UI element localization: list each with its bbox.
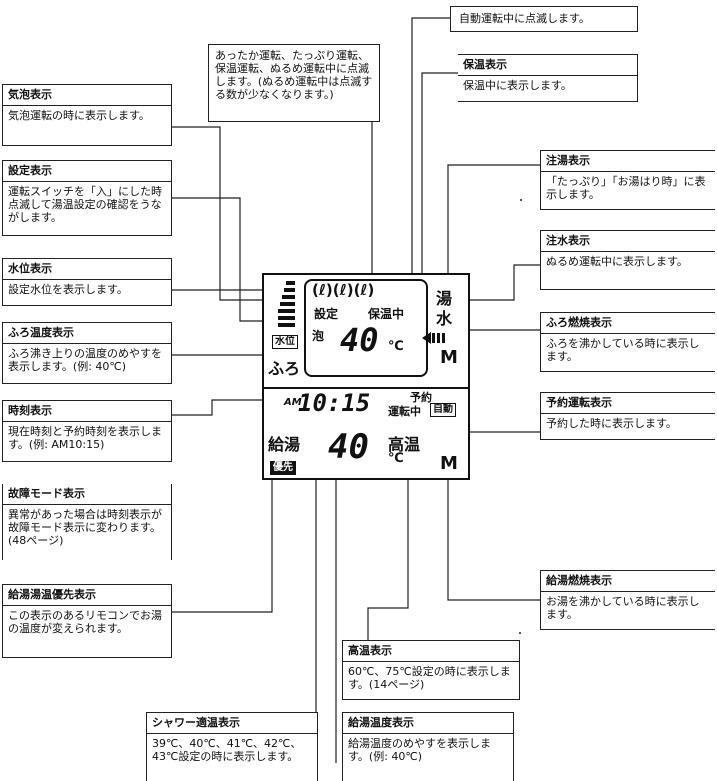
annotation-kihou: 気泡表示 気泡運転の時に表示します。 xyxy=(2,84,172,146)
annotation-title: 気泡表示 xyxy=(3,85,171,106)
upper-frame xyxy=(264,275,468,389)
furo-temp-unit: ℃ xyxy=(388,339,404,354)
yu-label: 湯 xyxy=(436,289,453,308)
annotation-title: 時刻表示 xyxy=(3,401,171,422)
annotation-text: ふろを沸かしている時に表示します。 xyxy=(546,337,700,363)
annotation-title: 設定表示 xyxy=(3,161,171,182)
unten-chuu-label: 運転中 xyxy=(388,405,421,418)
annotation-hoon: 保温表示 保温中に表示します。 xyxy=(458,54,638,102)
annotation-kyuutou-nenshou: 給湯燃焼表示 お湯を沸かしている時に表示します。 xyxy=(540,570,715,630)
jidou-label: 自動 xyxy=(430,403,456,417)
annotation-text: ふろ沸き上りの温度のめやすを表示します。(例: 40℃) xyxy=(8,347,162,373)
annotation-text: 保温中に表示します。 xyxy=(463,79,572,92)
am-label: AM xyxy=(284,397,302,408)
leader-yusen xyxy=(172,470,273,613)
annotation-furo-nenshou: ふろ燃焼表示 ふろを沸かしている時に表示します。 xyxy=(540,312,715,372)
annotation-text: 現在時刻と予約時刻を表示します。(例: AM10:15) xyxy=(8,425,162,451)
annotation-title: 水位表示 xyxy=(3,259,171,280)
annotation-title: 給湯湯温優先表示 xyxy=(3,585,171,606)
kouon-label: 高温 xyxy=(388,435,421,454)
suii-label: 水位 xyxy=(272,335,298,349)
yoyaku-label: 予約 xyxy=(410,391,432,404)
kyuutou-flame-icon: M xyxy=(440,453,458,474)
time-digits: 10:15 xyxy=(298,389,371,417)
annotation-koshou: 故障モード表示 異常があった場合は時刻表示が故障モード表示に変わります。(48ペ… xyxy=(2,484,172,560)
annotation-text: 設定水位を表示します。 xyxy=(8,283,128,296)
annotation-furo-ondo: ふろ温度表示 ふろ沸き上りの温度のめやすを表示します。(例: 40℃) xyxy=(2,322,172,384)
annotation-text: この表示のあるリモコンでお湯の温度が変えられます。 xyxy=(8,609,162,635)
annotation-title: 保温表示 xyxy=(458,55,637,76)
annotation-title: 給湯燃焼表示 xyxy=(541,571,715,592)
leader-kyuutou-nenshou xyxy=(447,465,540,601)
mode-icons: (ℓ)(ℓ)(ℓ) xyxy=(312,281,375,299)
mizu-label: 水 xyxy=(436,309,453,328)
furo-temp-digits: 40 xyxy=(340,321,379,359)
annotation-title: 高温表示 xyxy=(343,641,519,662)
awa-label: 泡 xyxy=(312,329,325,343)
annotation-jidou: 自動運転中に点滅します。 xyxy=(450,6,638,32)
remote-lcd-panel: 水位 ふろ (ℓ)(ℓ)(ℓ) 設定 保温中 泡 40 ℃ 湯 水 M AM 1… xyxy=(262,273,470,480)
annotation-title: 注水表示 xyxy=(541,231,715,252)
annotation-title: 故障モード表示 xyxy=(3,484,171,505)
leader-kihou xyxy=(172,126,298,301)
hoon-chuu-label: 保温中 xyxy=(368,307,405,321)
leader-jikoku xyxy=(172,399,282,416)
kyuutou-label: 給湯 xyxy=(268,435,301,454)
annotation-title: 給湯温度表示 xyxy=(343,713,513,734)
annotation-text: 予約した時に表示します。 xyxy=(546,417,677,430)
annotation-jikoku: 時刻表示 現在時刻と予約時刻を表示します。(例: AM10:15) xyxy=(2,400,172,462)
yusen-label: 優先 xyxy=(270,461,296,475)
annotation-kouon: 高温表示 60℃、75℃設定の時に表示します。(14ページ) xyxy=(342,640,520,700)
leader-hoon xyxy=(421,72,458,300)
annotation-title: ふろ燃焼表示 xyxy=(541,313,715,334)
annotation-title: 注湯表示 xyxy=(541,151,715,172)
annotation-text: 気泡運転の時に表示します。 xyxy=(8,109,150,122)
settei-label: 設定 xyxy=(314,307,339,321)
annotation-title: シャワー適温表示 xyxy=(147,713,317,734)
annotation-yusen: 給湯湯温優先表示 この表示のあるリモコンでお湯の温度が変えられます。 xyxy=(2,584,172,658)
water-level-bars xyxy=(278,281,300,333)
leader-kouon xyxy=(367,462,409,645)
annotation-suii: 水位表示 設定水位を表示します。 xyxy=(2,258,172,306)
annotation-text: ぬるめ運転中に表示します。 xyxy=(546,255,688,268)
annotation-chuuto: 注湯表示 「たっぷり」「お湯はり時」に表示します。 xyxy=(540,150,715,210)
annotation-yoyaku: 予約運転表示 予約した時に表示します。 xyxy=(540,392,715,440)
kyuutou-temp-digits: 40 xyxy=(328,427,369,467)
annotation-text: 「たっぷり」「お湯はり時」に表示します。 xyxy=(546,175,706,201)
annotation-text: 60℃、75℃設定の時に表示します。(14ページ) xyxy=(348,665,511,691)
annotation-chuusui: 注水表示 ぬるめ運転中に表示します。 xyxy=(540,230,715,290)
bath-frame xyxy=(304,279,428,377)
kyuutou-temp-unit: ℃ xyxy=(388,451,404,466)
annotation-kyuutou-ondo: 給湯温度表示 給湯温度のめやすを表示します。(例: 40℃) xyxy=(342,712,514,781)
annotation-text: お湯を沸かしている時に表示します。 xyxy=(546,595,700,621)
furo-label: ふろ xyxy=(268,359,301,378)
pour-arrow-icon xyxy=(422,331,448,345)
furo-flame-icon: M xyxy=(440,347,458,368)
annotation-title: 予約運転表示 xyxy=(541,393,715,414)
annotation-shower: シャワー適温表示 39℃、40℃、41℃、42℃、43℃設定の時に表示します。 xyxy=(146,712,318,781)
leader-chuusui xyxy=(440,264,540,301)
annotation-text: 39℃、40℃、41℃、42℃、43℃設定の時に表示します。 xyxy=(152,737,302,763)
leader-chuuto xyxy=(447,164,540,282)
annotation-text: 運転スイッチを「入」にした時点滅して湯温設定の確認をうながします。 xyxy=(8,185,162,224)
annotation-text: 異常があった場合は時刻表示が故障モード表示に変わります。(48ページ) xyxy=(8,508,162,547)
annotation-title: ふろ温度表示 xyxy=(3,323,171,344)
annotation-settei: 設定表示 運転スイッチを「入」にした時点滅して湯温設定の確認をうながします。 xyxy=(2,160,172,236)
annotation-text: 給湯温度のめやすを表示します。(例: 40℃) xyxy=(348,737,491,763)
leader-jidou xyxy=(411,17,450,290)
annotation-unten: あったか運転、たっぷり運転、保温運転、ぬるめ運転中に点滅します。(ぬるめ運転中は… xyxy=(208,44,380,122)
